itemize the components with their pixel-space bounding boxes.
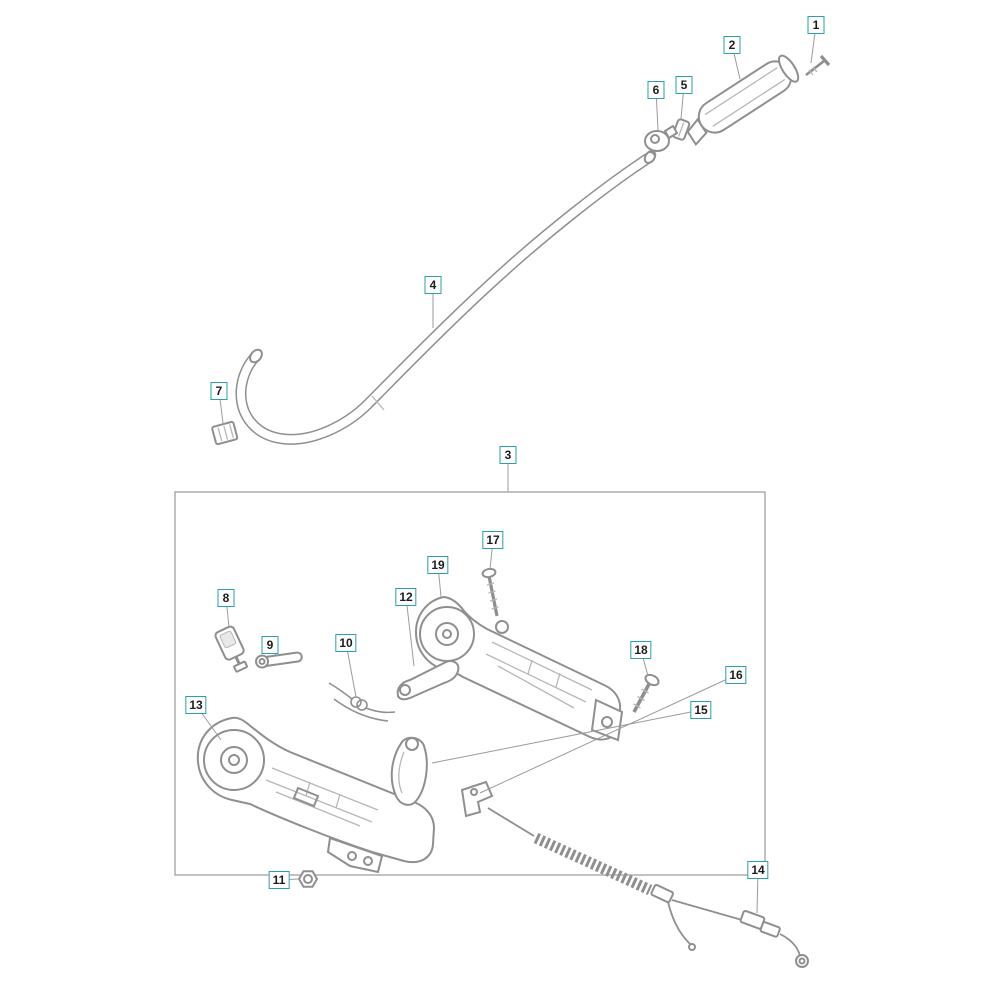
part-callout-2[interactable]: 2 (723, 36, 741, 54)
leader-line-12 (405, 596, 415, 667)
cable-spring (533, 832, 653, 896)
tube-opening (643, 150, 657, 164)
drive-shaft-tube (235, 150, 657, 445)
part-callout-7[interactable]: 7 (210, 382, 228, 400)
part-callout-19[interactable]: 19 (427, 556, 449, 574)
stop-switch (214, 625, 248, 673)
part-callout-17[interactable]: 17 (482, 531, 504, 549)
part-callout-3[interactable]: 3 (499, 446, 517, 464)
part-callout-14[interactable]: 14 (747, 861, 769, 879)
part-callout-12[interactable]: 12 (395, 588, 417, 606)
ring-terminal (795, 954, 809, 968)
housing-upper-half (414, 595, 624, 742)
part-callout-11[interactable]: 11 (268, 871, 290, 889)
flange-nut (297, 870, 319, 888)
throttle-trigger (390, 736, 428, 806)
throttle-cable (460, 780, 809, 968)
assembly-boundary-box (174, 491, 766, 876)
leader-line-15 (431, 709, 702, 764)
shaft-clamp (644, 124, 679, 152)
grip-end-cap (778, 54, 800, 83)
throttle-lock-lever (396, 660, 460, 701)
part-callout-8[interactable]: 8 (217, 589, 235, 607)
part-callout-10[interactable]: 10 (335, 634, 357, 652)
tube-end-cap (249, 348, 263, 364)
cable-connector (739, 909, 781, 938)
handle-bolt (632, 673, 660, 713)
part-callout-1[interactable]: 1 (807, 16, 825, 34)
leader-line-10 (345, 642, 357, 698)
part-callout-5[interactable]: 5 (675, 76, 693, 94)
part-callout-6[interactable]: 6 (647, 81, 665, 99)
clamp-block (672, 118, 691, 141)
grip-screw (805, 54, 831, 77)
small-lever (255, 651, 303, 669)
part-callout-9[interactable]: 9 (261, 636, 279, 654)
part-callout-13[interactable]: 13 (185, 696, 207, 714)
return-spring (328, 682, 396, 722)
housing-screw (481, 567, 499, 617)
shaft-end-connector (211, 420, 239, 446)
housing-lower-half (196, 716, 436, 874)
part-callout-16[interactable]: 16 (725, 666, 747, 684)
leader-line-16 (479, 674, 737, 794)
part-callout-18[interactable]: 18 (630, 641, 652, 659)
part-callout-4[interactable]: 4 (424, 276, 442, 294)
cable-fitting (650, 883, 674, 904)
part-callout-15[interactable]: 15 (690, 701, 712, 719)
handle-grip (686, 54, 800, 147)
